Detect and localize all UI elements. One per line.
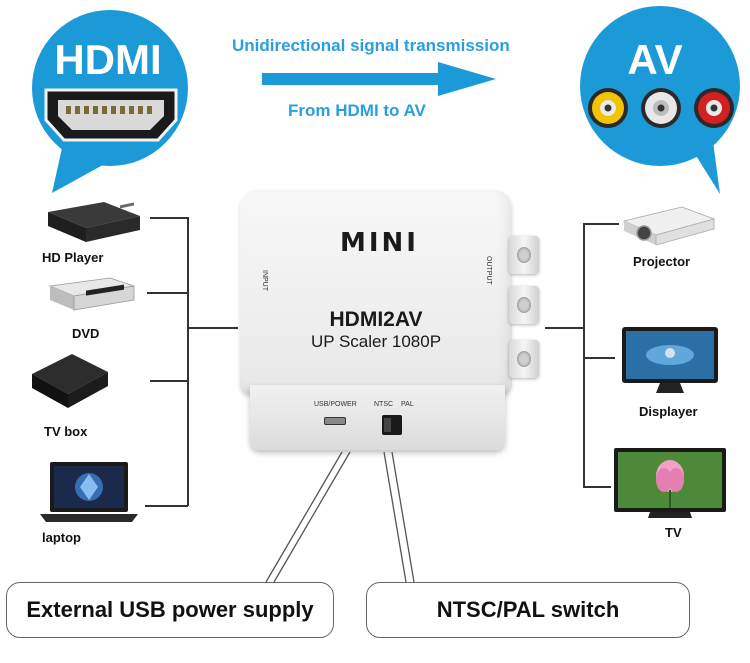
monitor-icon [622, 327, 718, 393]
output-connector-tv [583, 486, 611, 488]
laptop-icon [40, 462, 138, 522]
callout-leader-lines [265, 451, 415, 583]
callout-ntsc-pal: NTSC/PAL switch [366, 582, 690, 638]
front-pal-label: PAL [401, 401, 414, 408]
callout-usb-power: External USB power supply [6, 582, 334, 638]
output-label-displayer: Displayer [639, 404, 698, 419]
av-bubble-shape [580, 6, 740, 194]
converter-box-front: USB/POWER NTSC PAL [250, 385, 505, 450]
hdmi-bubble-title: HDMI [54, 36, 162, 83]
headline-from-to: From HDMI to AV [288, 101, 426, 120]
box-logo: MINI [340, 228, 419, 258]
tv-icon [614, 448, 726, 518]
converter-box: MINI INPUT OUTPUT HDMI2AV UP Scaler 1080… [240, 190, 512, 395]
input-label-tv-box: TV box [44, 424, 88, 439]
input-connector-laptop [145, 505, 188, 507]
input-label-laptop: laptop [42, 530, 81, 545]
input-label-dvd: DVD [72, 326, 100, 341]
input-label-hd-player: HD Player [42, 250, 104, 265]
rca-output-port-1 [509, 236, 539, 274]
box-output-label: OUTPUT [485, 256, 492, 285]
projector-icon [622, 206, 716, 246]
headline-direction: Unidirectional signal transmission [232, 36, 510, 55]
input-connector-dvd [147, 292, 188, 294]
hdmi-connector-icon [44, 88, 178, 142]
av-bubble-title: AV [627, 36, 683, 83]
box-model: HDMI2AV [329, 308, 423, 331]
arrow-right-icon [262, 62, 496, 96]
dvd-player-icon [48, 277, 135, 311]
output-label-tv: TV [665, 525, 682, 540]
front-ntsc-label: NTSC [374, 401, 394, 408]
box-input-label: INPUT [261, 270, 268, 291]
av-bubble: AV [572, 4, 750, 194]
front-port-label: USB/POWER [314, 401, 357, 408]
rca-jacks-icon [588, 88, 734, 128]
input-connector-to-box [188, 327, 238, 329]
ntsc-pal-switch [382, 415, 402, 435]
input-bracket-vertical [187, 217, 189, 506]
usb-power-port [324, 417, 346, 425]
output-connector-projector [583, 223, 619, 225]
box-subtitle: UP Scaler 1080P [310, 332, 442, 351]
output-label-projector: Projector [633, 254, 691, 269]
hd-player-icon [48, 202, 140, 242]
output-connector-displayer [583, 357, 615, 359]
input-connector-hd-player [150, 217, 188, 219]
tv-box-icon [32, 354, 108, 408]
rca-output-port-3 [509, 340, 539, 378]
output-connector-to-box [545, 327, 584, 329]
hdmi-bubble: HDMI [22, 8, 202, 193]
input-connector-tv-box [150, 380, 188, 382]
rca-output-port-2 [509, 286, 539, 324]
output-bracket-vertical [583, 223, 585, 487]
